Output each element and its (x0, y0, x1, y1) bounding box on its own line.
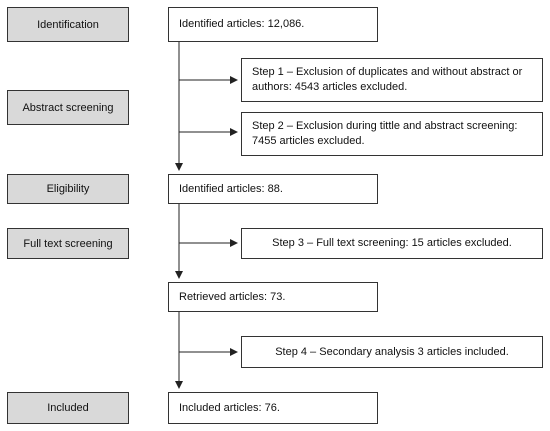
included-text: Included articles: 76. (179, 401, 280, 414)
stage-abstract-screening-label: Abstract screening (22, 101, 114, 114)
stage-identification: Identification (7, 7, 129, 42)
box-identified-initial: Identified articles: 12,086. (168, 7, 378, 42)
step2-text: Step 2 – Exclusion during tittle and abs… (252, 120, 518, 147)
identified-eligible-text: Identified articles: 88. (179, 182, 283, 195)
box-step4-secondary: Step 4 – Secondary analysis 3 articles i… (241, 336, 543, 368)
stage-full-text-screening-label: Full text screening (23, 237, 113, 250)
box-step2-exclusion: Step 2 – Exclusion during tittle and abs… (241, 112, 543, 156)
stage-eligibility: Eligibility (7, 174, 129, 204)
stage-included: Included (7, 392, 129, 424)
box-step3-exclusion: Step 3 – Full text screening: 15 article… (241, 228, 543, 259)
stage-eligibility-label: Eligibility (46, 183, 90, 195)
step3-text: Step 3 – Full text screening: 15 article… (272, 237, 512, 249)
box-step1-exclusion: Step 1 – Exclusion of duplicates and wit… (241, 58, 543, 102)
stage-identification-label: Identification (37, 18, 99, 31)
retrieved-text: Retrieved articles: 73. (179, 290, 286, 303)
step4-text: Step 4 – Secondary analysis 3 articles i… (275, 345, 509, 358)
box-identified-eligible: Identified articles: 88. (168, 174, 378, 204)
identified-initial-text: Identified articles: 12,086. (179, 18, 305, 30)
stage-abstract-screening: Abstract screening (7, 90, 129, 125)
box-included: Included articles: 76. (168, 392, 378, 424)
box-retrieved: Retrieved articles: 73. (168, 282, 378, 312)
stage-full-text-screening: Full text screening (7, 228, 129, 259)
stage-included-label: Included (47, 402, 89, 414)
step1-text: Step 1 – Exclusion of duplicates and wit… (252, 66, 523, 93)
